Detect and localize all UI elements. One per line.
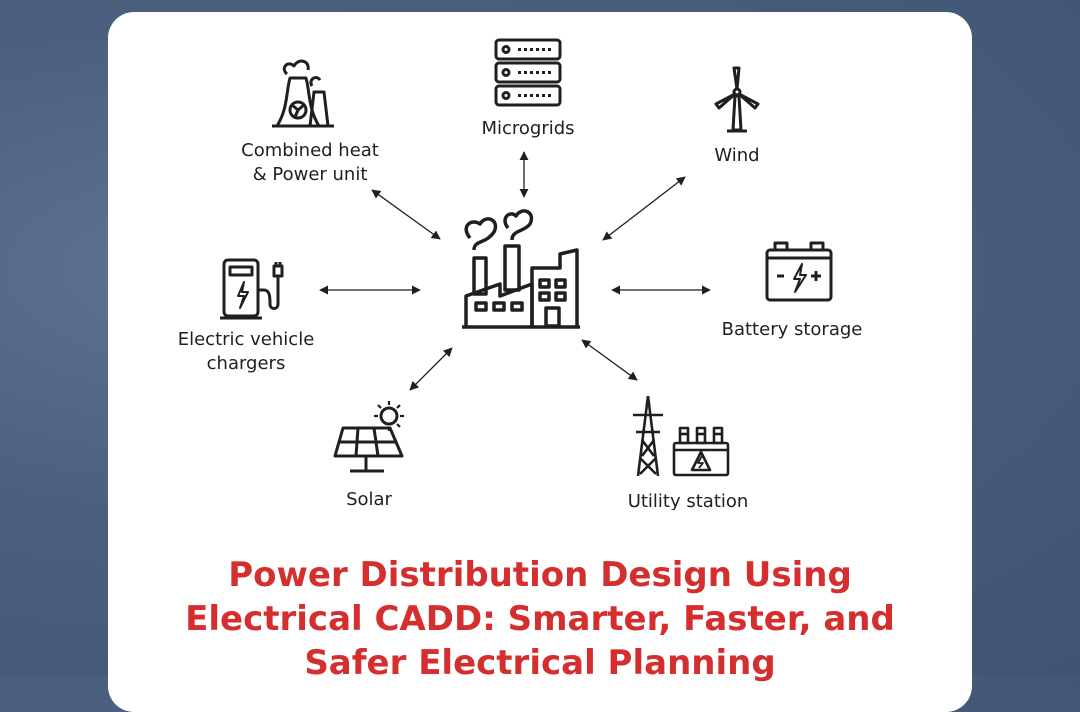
label-utility: Utility station xyxy=(610,490,766,510)
label-chp-line-1: Combined heat xyxy=(241,140,379,161)
label-wind: Wind xyxy=(697,144,777,168)
content-card xyxy=(108,12,972,712)
arrow-utility xyxy=(581,339,638,381)
label-battery: Battery storage xyxy=(710,318,874,342)
label-wind-line-1: Wind xyxy=(714,145,760,166)
factory-icon xyxy=(462,209,580,329)
title-line-1: Power Distribution Design Using xyxy=(228,555,852,595)
label-chp: Combined heat & Power unit xyxy=(222,139,398,187)
solar-panel-icon xyxy=(333,401,404,473)
label-battery-line-1: Battery storage xyxy=(721,319,863,340)
utility-station-icon xyxy=(633,395,730,477)
label-ev-line-1: Electric vehicle xyxy=(177,329,315,350)
label-solar: Solar xyxy=(329,488,409,510)
label-microgrids-line-1: Microgrids xyxy=(481,118,575,139)
arrow-solar xyxy=(409,347,453,391)
arrow-wind xyxy=(602,176,686,241)
label-ev: Electric vehicle chargers xyxy=(164,328,328,376)
ev-charger-icon xyxy=(220,258,284,320)
connector-arrows xyxy=(319,151,711,391)
power-plant-icon xyxy=(272,59,334,128)
diagram-canvas xyxy=(220,38,833,477)
server-rack-icon xyxy=(494,38,562,107)
power-distribution-diagram: Combined heat & Power unit Microgrids Wi… xyxy=(108,0,972,510)
arrow-chp xyxy=(371,189,441,240)
label-ev-line-2: chargers xyxy=(206,353,286,374)
label-microgrids: Microgrids xyxy=(468,117,588,141)
label-chp-line-2: & Power unit xyxy=(252,164,368,185)
label-utility-line-1: Utility station xyxy=(627,491,749,510)
wind-turbine-icon xyxy=(714,66,760,133)
label-solar-line-1: Solar xyxy=(346,489,392,510)
article-title: Power Distribution Design Using Electric… xyxy=(108,553,972,685)
title-line-3: Safer Electrical Planning xyxy=(304,643,776,683)
battery-icon xyxy=(765,241,833,302)
title-line-2: Electrical CADD: Smarter, Faster, and xyxy=(185,599,895,639)
